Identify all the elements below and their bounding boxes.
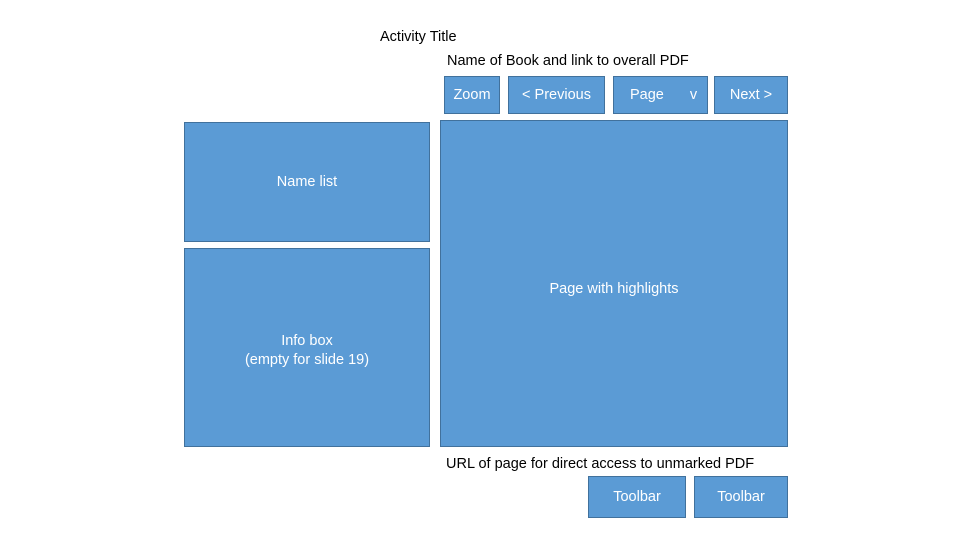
page-dropdown-button[interactable]: Page v: [613, 76, 708, 114]
info-box-panel[interactable]: Info box (empty for slide 19): [184, 248, 430, 447]
next-page-button[interactable]: Next >: [714, 76, 788, 114]
toolbar-button-right[interactable]: Toolbar: [694, 476, 788, 518]
page-title: Activity Title: [380, 29, 457, 45]
chevron-down-icon: v: [689, 86, 698, 103]
toolbar-button-left[interactable]: Toolbar: [588, 476, 686, 518]
page-dropdown-label: Page: [630, 86, 664, 103]
previous-page-button[interactable]: < Previous: [508, 76, 605, 114]
book-name-link-label: Name of Book and link to overall PDF: [447, 53, 689, 69]
zoom-button[interactable]: Zoom: [444, 76, 500, 114]
name-list-panel[interactable]: Name list: [184, 122, 430, 242]
pdf-url-label: URL of page for direct access to unmarke…: [446, 456, 755, 472]
page-with-highlights-panel[interactable]: Page with highlights: [440, 120, 788, 447]
